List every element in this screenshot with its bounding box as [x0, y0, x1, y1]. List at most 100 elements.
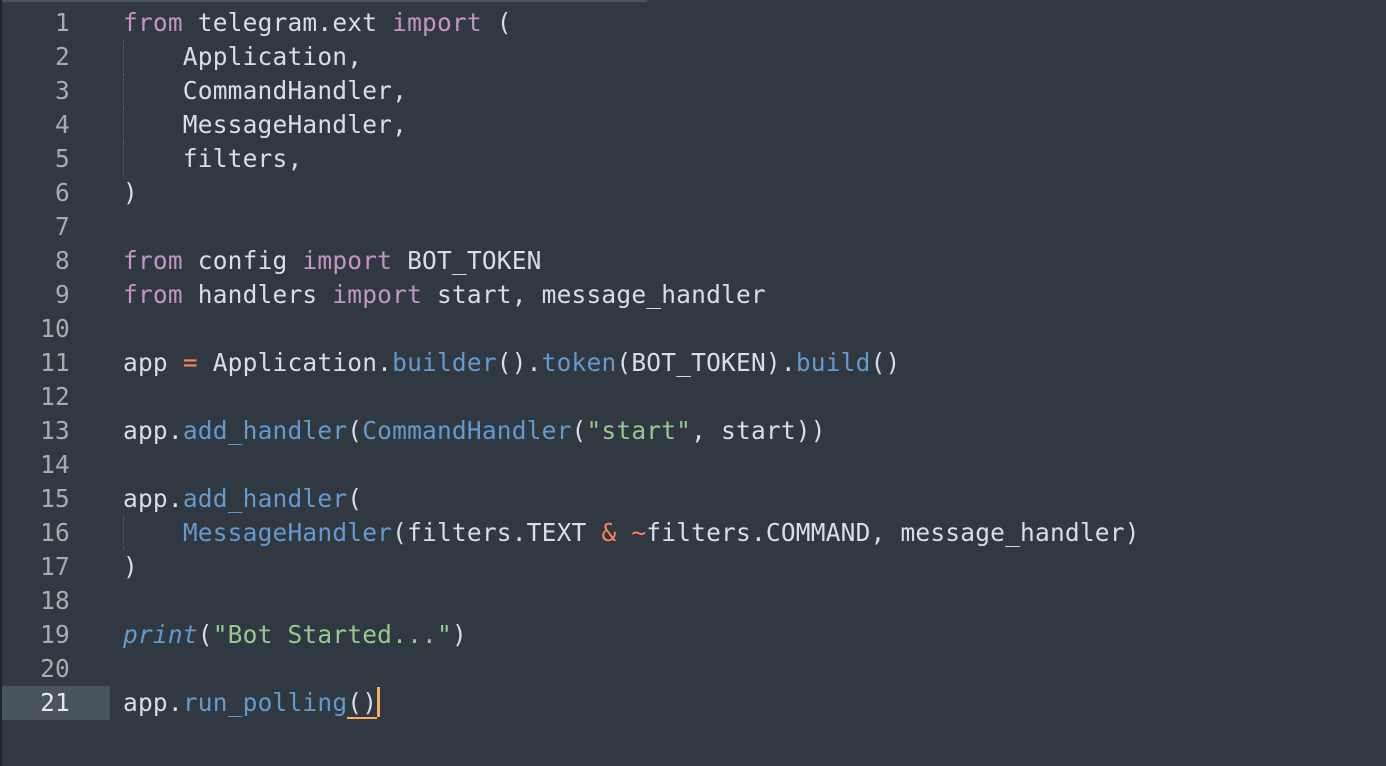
line-number: 15	[40, 484, 70, 513]
line-number: 4	[55, 110, 70, 139]
line-content: print("Bot Started...")	[123, 618, 467, 652]
line-number: 13	[40, 416, 70, 445]
code-line[interactable]: 7	[2, 210, 1386, 244]
code-token: ().	[496, 348, 542, 377]
code-token: filters,	[123, 144, 303, 173]
code-token: BOT_TOKEN	[392, 246, 542, 275]
line-content: filters,	[123, 142, 302, 176]
code-line[interactable]: 8 from config import BOT_TOKEN	[2, 244, 1386, 278]
code-line[interactable]: 18	[2, 584, 1386, 618]
code-token: from	[123, 8, 183, 37]
line-content: from handlers import start, message_hand…	[123, 278, 766, 312]
line-number: 9	[55, 280, 70, 309]
code-token: ()	[347, 688, 378, 719]
code-token: (	[347, 484, 363, 513]
line-number: 11	[40, 348, 70, 377]
line-content: from telegram.ext import (	[123, 6, 512, 40]
code-token: (BOT_TOKEN).	[616, 348, 796, 377]
indent-guide	[123, 74, 124, 108]
line-number: 16	[40, 518, 70, 547]
code-token: (	[347, 416, 363, 445]
code-token: )	[123, 552, 138, 581]
code-token: start, message_handler	[422, 280, 766, 309]
code-token: MessageHandler	[182, 518, 393, 547]
indent-guide	[123, 40, 124, 74]
line-content: from config import BOT_TOKEN	[123, 244, 542, 278]
code-token: (	[197, 620, 213, 649]
code-token: ~	[631, 518, 647, 547]
code-token: , start))	[691, 416, 826, 445]
code-line[interactable]: 14	[2, 448, 1386, 482]
code-token: CommandHandler	[362, 416, 572, 445]
code-line[interactable]: 3 CommandHandler,	[2, 74, 1386, 108]
code-token: (	[571, 416, 587, 445]
code-line[interactable]: 9 from handlers import start, message_han…	[2, 278, 1386, 312]
line-number: 18	[40, 586, 70, 615]
line-content: CommandHandler,	[123, 74, 407, 108]
indent-guide	[123, 516, 124, 550]
line-number: 14	[40, 450, 70, 479]
code-token: ()	[870, 348, 901, 377]
code-line[interactable]: 2 Application,	[2, 40, 1386, 74]
code-token: )	[123, 178, 138, 207]
line-number: 3	[55, 76, 70, 105]
code-token: "start"	[586, 416, 692, 445]
code-token: token	[541, 348, 617, 377]
line-number: 1	[55, 8, 70, 37]
code-token: config	[182, 246, 303, 275]
indent-guide	[123, 142, 124, 176]
code-token: )	[451, 620, 467, 649]
code-token: builder	[392, 348, 497, 377]
code-token: from	[123, 280, 183, 309]
line-content: )	[123, 550, 138, 584]
line-content: MessageHandler(filters.TEXT & ~filters.C…	[123, 516, 1140, 550]
code-token: add_handler	[182, 484, 348, 513]
code-token: Application.	[197, 348, 393, 377]
line-number: 21	[2, 686, 110, 720]
code-line[interactable]: 17)	[2, 550, 1386, 584]
code-token: import	[302, 246, 393, 275]
code-token: app.	[123, 688, 183, 717]
code-line[interactable]: 20	[2, 652, 1386, 686]
line-number: 2	[55, 42, 70, 71]
line-content: app.add_handler(CommandHandler("start", …	[123, 414, 826, 448]
code-line[interactable]: 10	[2, 312, 1386, 346]
code-token: "Bot Started..."	[212, 620, 452, 649]
code-token: (filters.TEXT	[392, 518, 602, 547]
line-content: app = Application.builder().token(BOT_TO…	[123, 346, 900, 380]
code-token: MessageHandler,	[123, 110, 408, 139]
code-token: app	[123, 348, 183, 377]
line-content: app.add_handler(	[123, 482, 362, 516]
code-token: (	[481, 8, 512, 37]
code-token: print	[123, 620, 198, 649]
line-number: 10	[40, 314, 70, 343]
text-cursor	[377, 687, 381, 717]
code-token: app.	[123, 416, 183, 445]
line-number: 12	[40, 382, 70, 411]
code-line[interactable]: 1 from telegram.ext import (	[2, 6, 1386, 40]
code-line[interactable]: 12	[2, 380, 1386, 414]
line-number: 20	[40, 654, 70, 683]
code-line[interactable]: 4 MessageHandler,	[2, 108, 1386, 142]
code-line[interactable]: 6)	[2, 176, 1386, 210]
code-line[interactable]: 16 MessageHandler(filters.TEXT & ~filter…	[2, 516, 1386, 550]
code-token	[123, 518, 183, 547]
code-line[interactable]: 5 filters,	[2, 142, 1386, 176]
code-token: add_handler	[182, 416, 348, 445]
code-token: telegram.ext	[182, 8, 393, 37]
code-token: build	[795, 348, 871, 377]
code-line[interactable]: 15 app.add_handler(	[2, 482, 1386, 516]
line-number: 6	[55, 178, 70, 207]
code-token: from	[123, 246, 183, 275]
line-number: 8	[55, 246, 70, 275]
line-content: MessageHandler,	[123, 108, 407, 142]
code-token: &	[601, 518, 617, 547]
line-number: 17	[40, 552, 70, 581]
line-number: 5	[55, 144, 70, 173]
